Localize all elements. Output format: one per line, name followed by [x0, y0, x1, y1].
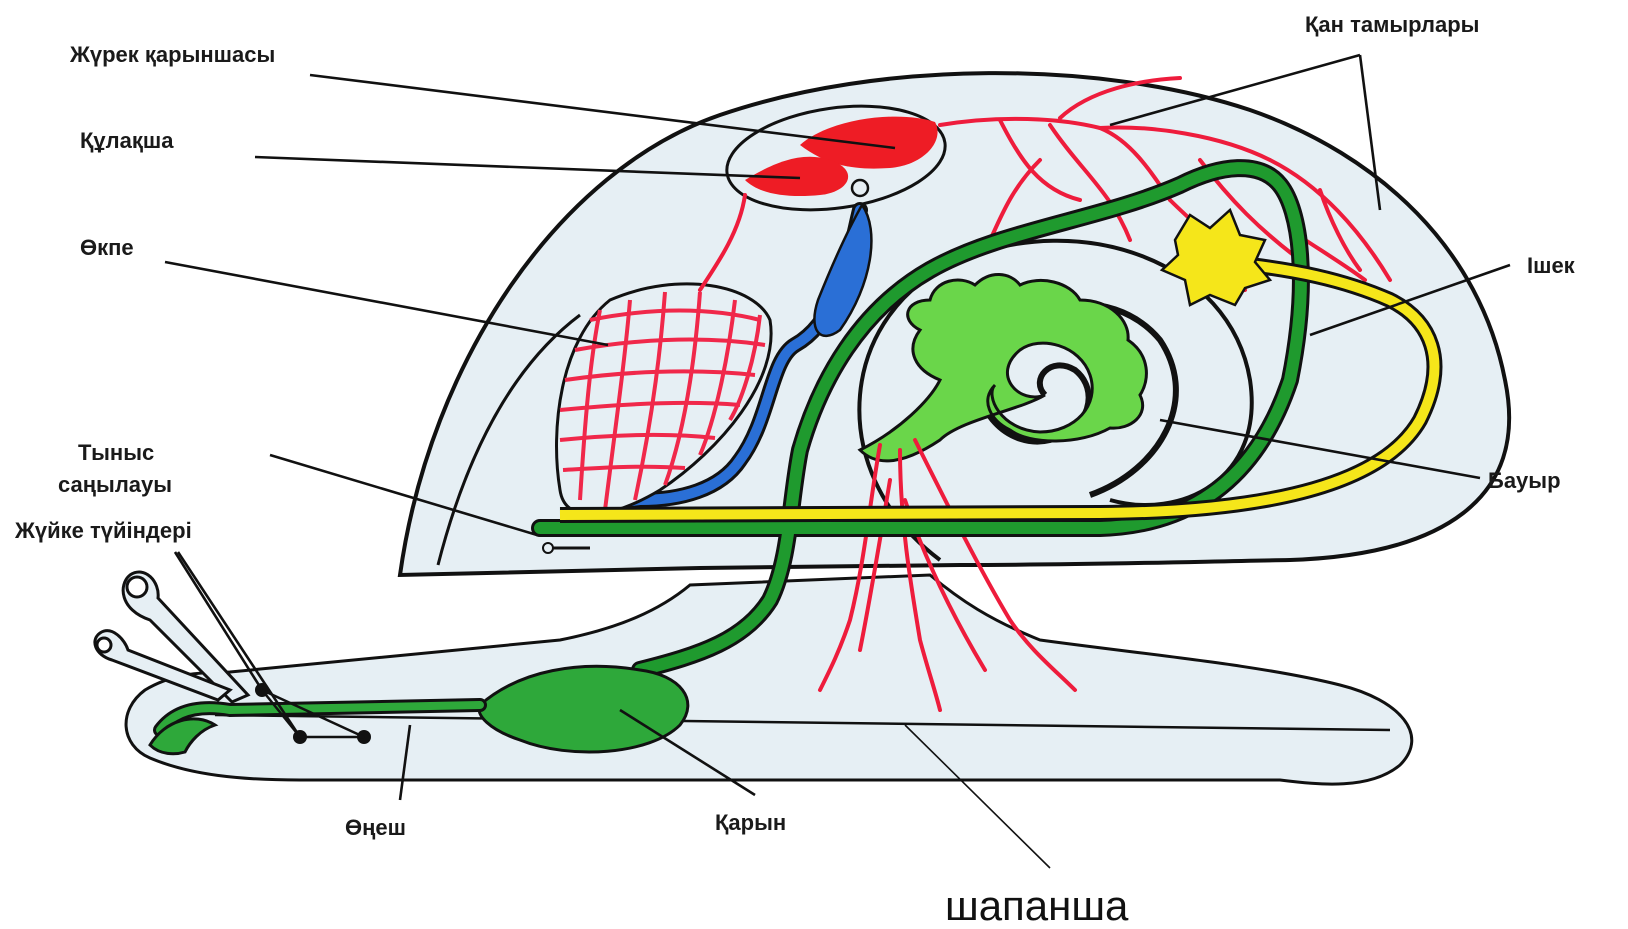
tentacle-eye-upper: [127, 577, 147, 597]
label-breathing-pore-line1: Тыныс: [78, 440, 154, 465]
label-breathing-pore-line2: саңылауы: [58, 472, 172, 497]
label-nerve-ganglia: Жүйке түйіндері: [14, 518, 192, 543]
label-stomach: Қарын: [715, 810, 786, 835]
label-esophagus: Өңеш: [345, 815, 406, 840]
label-intestine: Ішек: [1527, 253, 1576, 278]
heart-valve: [852, 180, 868, 196]
tentacle-eye-lower: [97, 638, 111, 652]
label-auricle: Құлақша: [80, 128, 174, 153]
label-mantle: шапанша: [945, 882, 1129, 929]
label-lung: Өкпе: [80, 235, 134, 260]
breathing-pore-opening: [543, 543, 553, 553]
label-blood-vessels: Қан тамырлары: [1305, 12, 1479, 37]
label-liver: Бауыр: [1488, 468, 1561, 493]
label-ventricle: Жүрек қарыншасы: [69, 42, 275, 67]
